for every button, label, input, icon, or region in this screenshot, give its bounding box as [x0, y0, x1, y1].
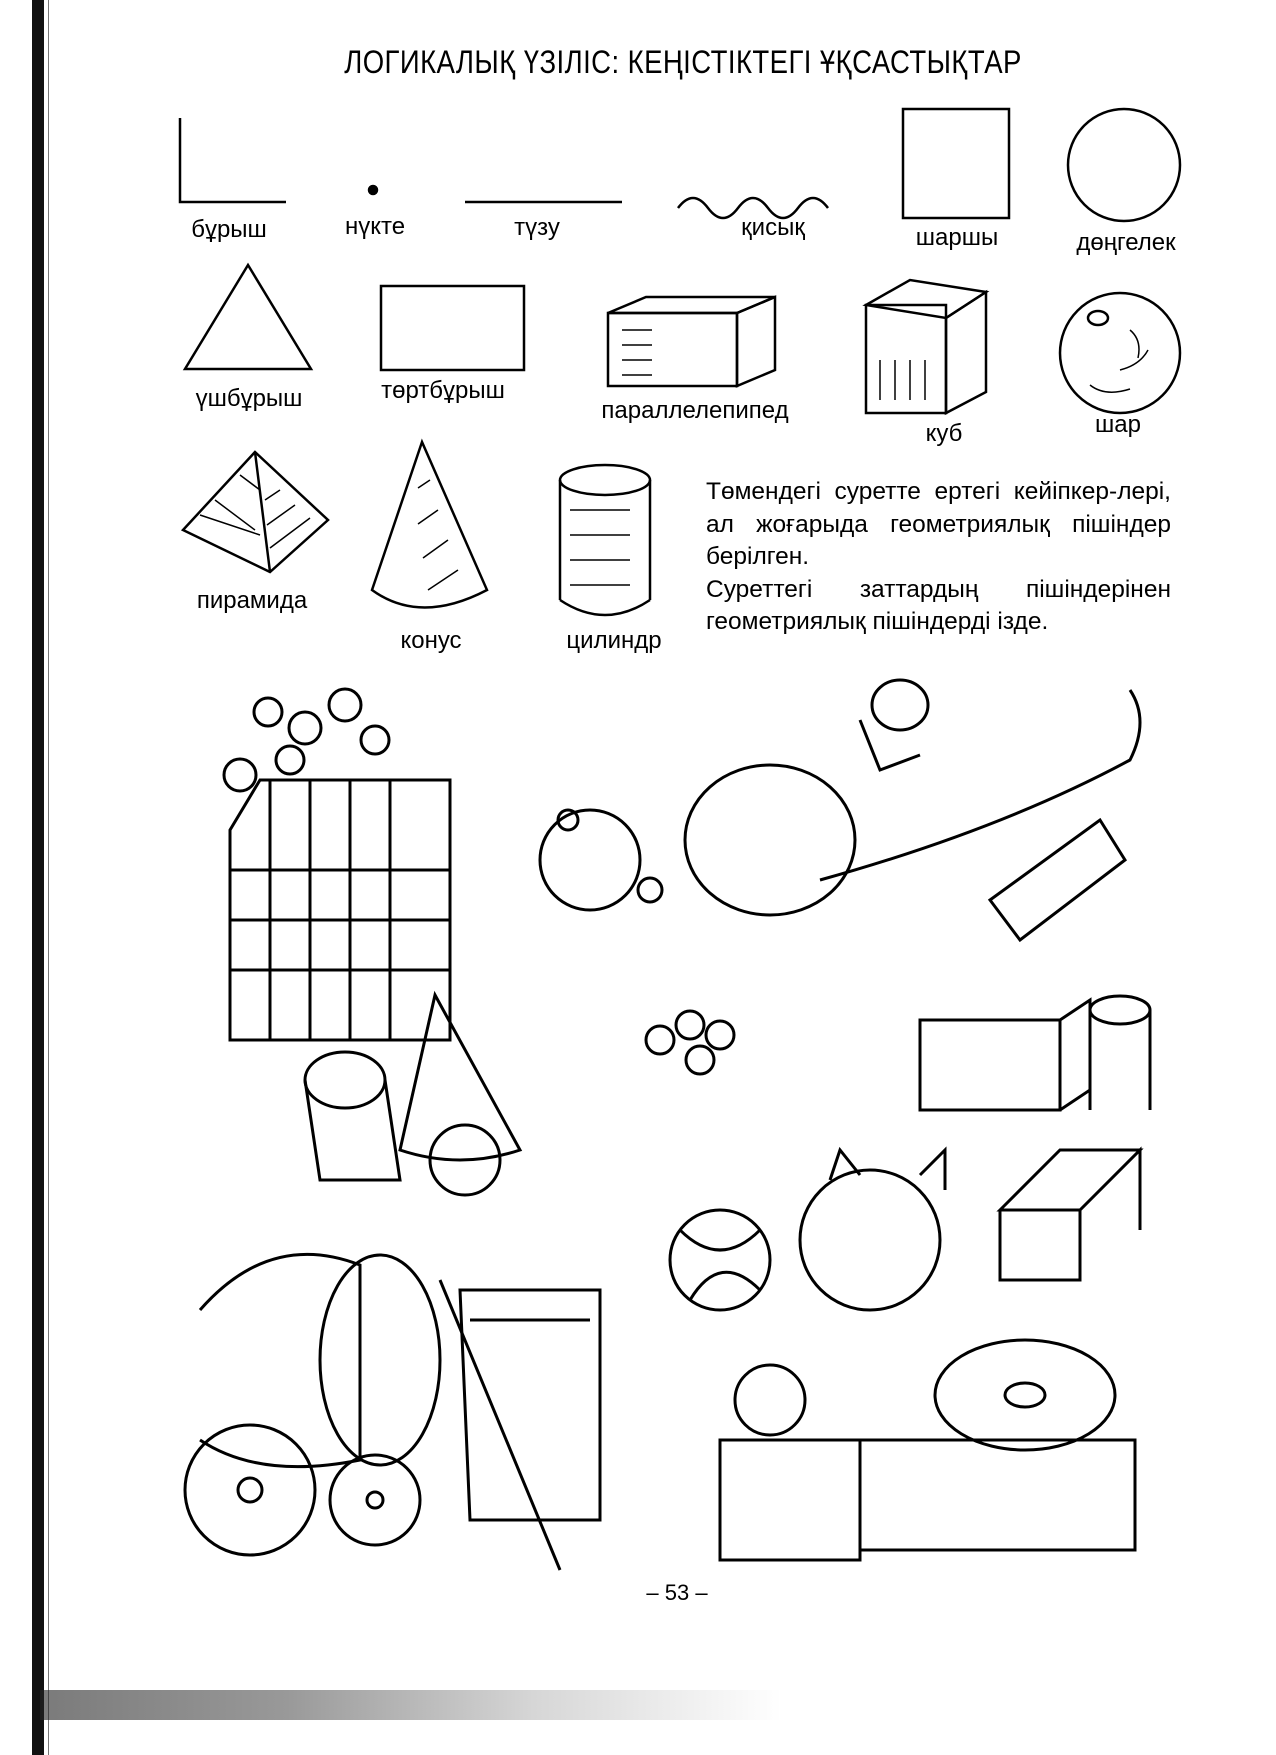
curve-shape [677, 196, 829, 220]
gramophone-box [996, 1146, 1144, 1282]
angle-shape [178, 118, 286, 204]
point-shape [367, 184, 379, 196]
label-line: түзу [514, 214, 560, 241]
label-parallelepiped: параллелепипед [601, 397, 789, 424]
sphere-shape [1058, 291, 1182, 415]
robot-cube [918, 997, 1092, 1112]
cat [798, 1146, 947, 1312]
balloons [222, 687, 736, 1076]
parallelepiped-shape [606, 295, 777, 388]
label-sphere: шар [1095, 411, 1141, 438]
cylinder-pot [1088, 994, 1152, 1110]
pyramid-shape [180, 450, 330, 574]
triangle-shape [182, 262, 314, 371]
record [933, 1338, 1117, 1452]
square-shape [901, 107, 1011, 220]
label-triangle: үшбұрыш [195, 385, 303, 412]
cone-shape [370, 438, 489, 609]
tiger-tail [819, 689, 1142, 882]
wheels [183, 1423, 422, 1557]
instructions-paragraph-1: Төмендегі суретте ертегі кейіпкер-лері, … [706, 478, 1171, 570]
drum [683, 763, 857, 917]
scan-edge [32, 0, 44, 1755]
girl-figure [718, 1363, 862, 1562]
label-angle: бұрыш [191, 216, 267, 243]
cube-shape [862, 278, 990, 416]
ball [668, 1208, 772, 1312]
clown-cone [398, 990, 523, 1197]
instructions-paragraph-2: Суреттегі заттардың пішіндерінен геометр… [706, 575, 1171, 636]
tin-can [858, 678, 930, 772]
telescope [987, 817, 1127, 943]
rectangle-shape [379, 284, 526, 372]
scan-edge-line [48, 0, 49, 1755]
label-curve: қисық [741, 214, 805, 241]
label-circle: дөңгелек [1076, 229, 1176, 256]
label-cube: куб [925, 420, 963, 447]
label-point: нүкте [344, 213, 406, 240]
sponge-cylinder [303, 1050, 402, 1182]
suitcase [858, 1438, 1137, 1552]
circle-shape [1066, 107, 1182, 223]
label-cone: конус [400, 627, 462, 654]
cylinder-shape [558, 463, 652, 617]
cage [228, 778, 452, 1042]
fairy-tale-illustration [183, 678, 1152, 1571]
lion [538, 808, 664, 912]
soldier [438, 1279, 602, 1571]
label-rectangle: төртбұрыш [381, 377, 505, 404]
page-number: – 53 – [646, 1580, 708, 1605]
scan-bottom-edge [40, 1690, 1276, 1720]
page-title: ЛОГИКАЛЫҚ ҮЗІЛІС: КЕҢІСТІКТЕГІ ҰҚСАСТЫҚТ… [344, 44, 1022, 80]
instructions: Төмендегі суретте ертегі кейіпкер-лері, … [706, 476, 1171, 639]
cannon [198, 1252, 442, 1469]
label-cylinder: цилиндр [566, 627, 662, 654]
label-square: шаршы [915, 224, 999, 251]
label-pyramid: пирамида [196, 587, 308, 614]
